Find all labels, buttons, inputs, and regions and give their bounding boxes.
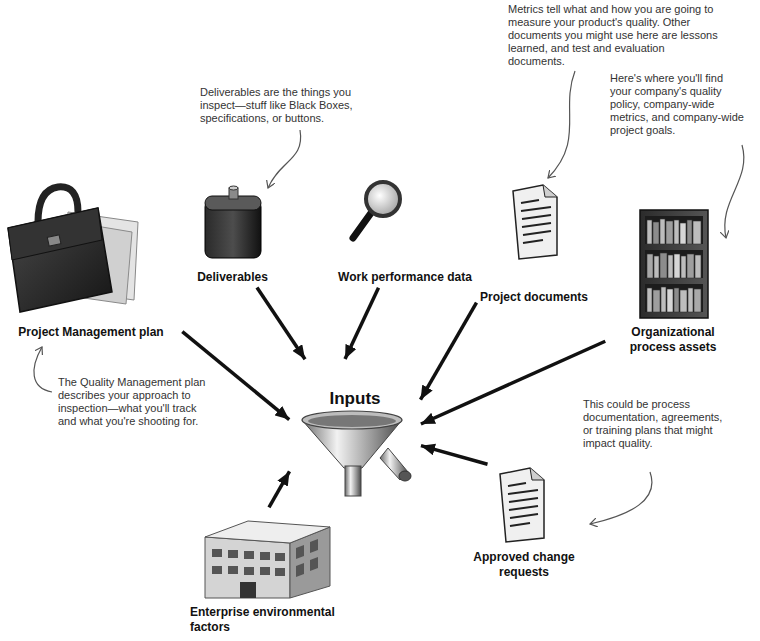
flow-arrow (269, 471, 290, 507)
document-icon (513, 185, 557, 259)
magnifier-lens (366, 182, 400, 216)
leader-arrow (590, 472, 652, 524)
briefcase-icon (8, 187, 138, 312)
black-box-icon (205, 186, 261, 258)
leader-arrow (34, 347, 52, 392)
shelf-space (645, 284, 703, 312)
annotation-note: This could be process documentation, agr… (583, 398, 723, 450)
funnel-rim (302, 411, 402, 429)
node-label: Inputs (290, 388, 420, 409)
box-knob-top (229, 186, 238, 190)
annotation-note: The Quality Management plan describes yo… (58, 376, 210, 428)
funnel-icon (302, 411, 411, 496)
input-item: Project Management plan (2, 170, 180, 340)
flow-arrow (182, 332, 289, 420)
document-page (500, 468, 544, 542)
input-item: Work performance data (335, 175, 475, 285)
building-windows (212, 539, 318, 598)
funnel-spout (345, 466, 361, 496)
bookshelf-frame (640, 210, 708, 318)
flow-arrow (421, 446, 488, 465)
shelf-space (645, 250, 703, 278)
building-icon (205, 521, 330, 598)
node-label: Enterprise environmental factors (190, 605, 345, 635)
node-label: Work performance data (335, 270, 475, 285)
shelf-space (645, 216, 703, 244)
funnel-mouth (308, 415, 396, 427)
briefcase-clasp (47, 235, 61, 246)
node-label: Organizational process assets (608, 325, 738, 355)
magnifier-icon (353, 182, 400, 238)
input-item: Organizational process assets (608, 205, 738, 355)
document-fold (530, 468, 544, 480)
document-lines (521, 200, 551, 243)
leader-lines (34, 71, 744, 524)
bookshelf-icon (640, 210, 708, 318)
document-page (513, 185, 557, 259)
flow-arrow (421, 341, 605, 424)
books (647, 219, 701, 312)
node-label: Project Management plan (2, 325, 180, 340)
document-icon (500, 468, 544, 542)
input-item: Enterprise environmental factors (190, 510, 345, 635)
briefcase-flap (8, 208, 102, 260)
leader-arrow (548, 71, 575, 178)
briefcase-body (8, 208, 112, 312)
building-roof (205, 521, 330, 543)
leader-arrow (725, 145, 744, 238)
funnel-pipe-end (399, 471, 411, 481)
flow-arrow (257, 287, 305, 359)
node-label: Approved change requests (468, 550, 580, 580)
building-front (205, 537, 290, 598)
annotation-note: Metrics tell what and how you are going … (508, 3, 723, 68)
magnifier-handle (353, 213, 371, 238)
document-lines (508, 483, 538, 526)
input-item: Project documents (478, 180, 590, 305)
input-item: Deliverables (185, 180, 280, 285)
document-fold (543, 185, 557, 197)
annotation-note: Here's where you'll find your company's … (610, 72, 745, 137)
leader-arrow (268, 130, 301, 188)
flow-arrow (420, 303, 476, 400)
annotation-note: Deliverables are the things you inspect—… (200, 86, 380, 125)
node-label: Deliverables (185, 270, 280, 285)
funnel-node: Inputs (290, 360, 420, 500)
flow-arrow (345, 288, 379, 359)
node-label: Project documents (478, 290, 590, 305)
input-item: Approved change requests (468, 465, 580, 580)
